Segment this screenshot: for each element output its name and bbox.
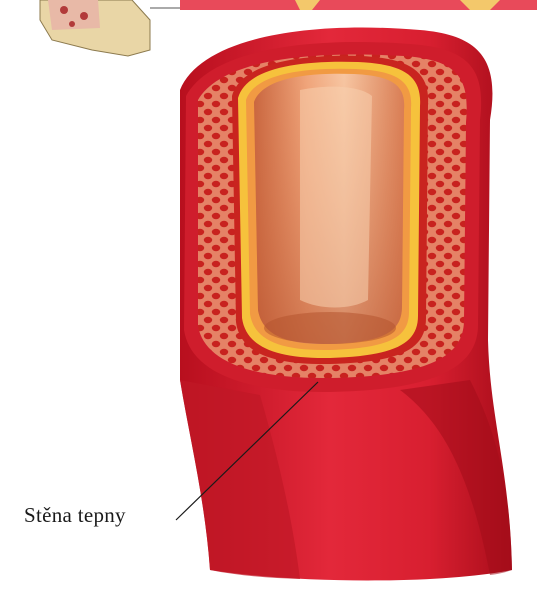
artery-wall-label: Stěna tepny	[24, 503, 126, 528]
top-banner	[180, 0, 537, 10]
artery-cross-section	[184, 42, 481, 392]
inset-thumbnail	[40, 0, 180, 56]
